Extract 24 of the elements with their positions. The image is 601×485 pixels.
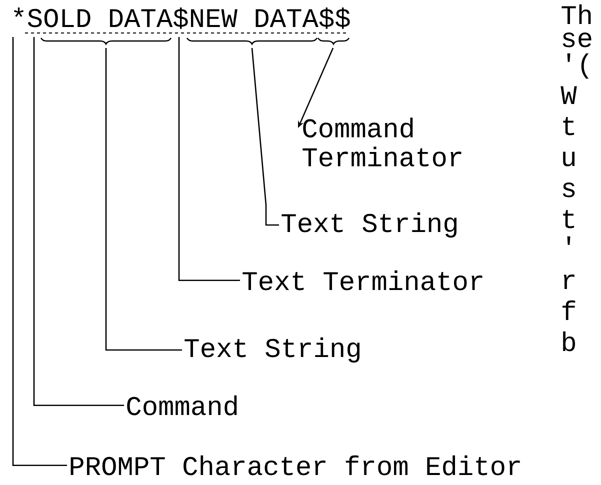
callout-label: Command xyxy=(127,395,237,416)
callout-label: Command Terminator xyxy=(302,118,462,166)
text-fragment: r xyxy=(564,274,574,289)
leader-line xyxy=(12,37,67,466)
callout-label: PROMPT Character from Editor xyxy=(70,455,520,476)
text-fragment: t xyxy=(563,210,574,228)
leader-line xyxy=(105,48,182,351)
text-fragment: t xyxy=(563,117,574,136)
text-fragment: '( xyxy=(567,53,589,79)
text-fragment: W xyxy=(560,86,577,104)
text-fragment: ' xyxy=(567,236,570,245)
leader-line xyxy=(251,48,279,226)
command-string: *SOLD DATA$NEW DATA$$ xyxy=(14,7,350,29)
callout-label: Text Terminator xyxy=(242,270,482,290)
text-fragment: u xyxy=(563,152,575,166)
leader-line xyxy=(33,37,124,406)
text-fragment: Th xyxy=(562,4,591,24)
leader-line xyxy=(178,37,240,281)
callout-label: Text String xyxy=(282,212,457,238)
text-fragment: se xyxy=(562,32,592,48)
text-fragment: f xyxy=(562,300,576,320)
callout-label: Text String xyxy=(184,337,360,363)
text-fragment: b xyxy=(563,331,576,352)
text-fragment: s xyxy=(562,182,575,198)
